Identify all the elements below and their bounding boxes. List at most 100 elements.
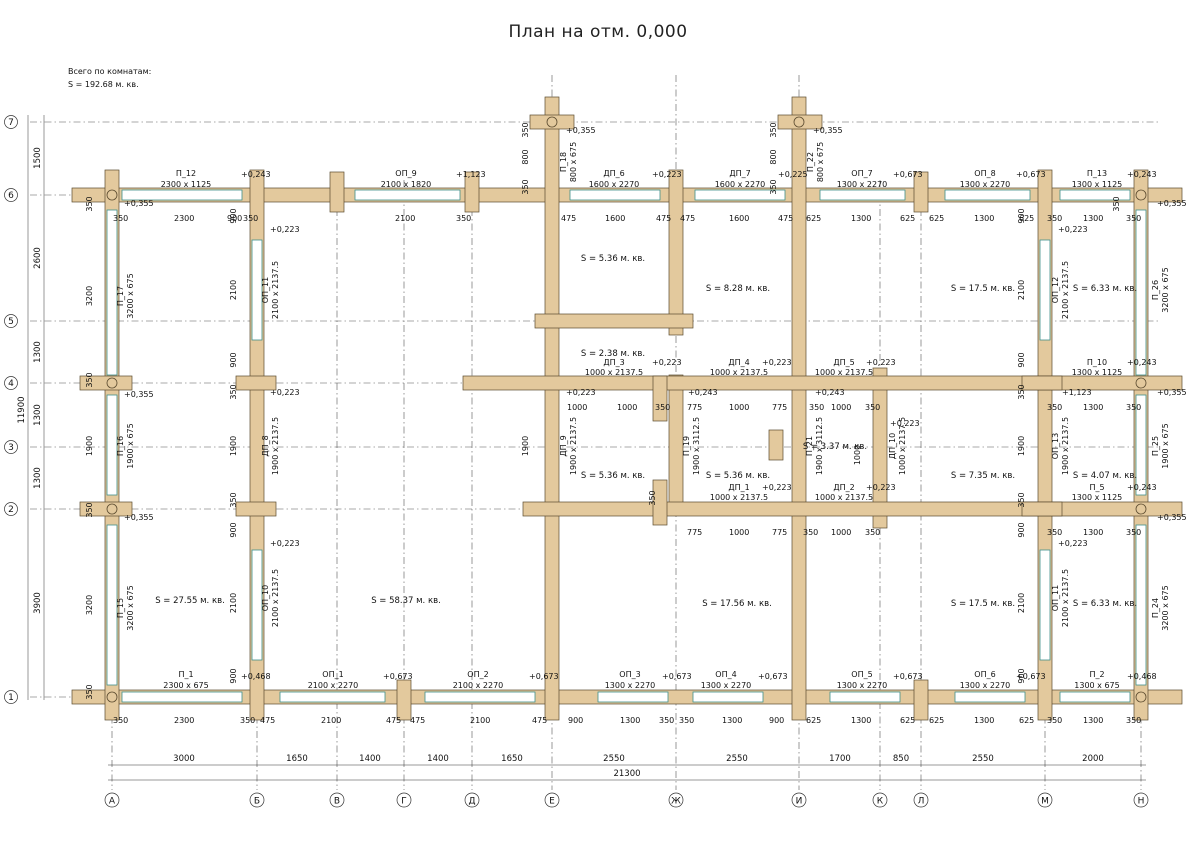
svg-text:1600: 1600 <box>605 214 625 223</box>
svg-text:2600: 2600 <box>33 247 43 269</box>
svg-text:П_10: П_10 <box>1087 358 1107 367</box>
svg-text:350: 350 <box>1126 403 1141 412</box>
svg-text:350: 350 <box>865 403 880 412</box>
axis-letter-label: В <box>334 797 340 807</box>
axis-letter-label: А <box>109 797 116 807</box>
axis-bubble <box>668 792 684 808</box>
svg-text:+0,223: +0,223 <box>270 388 300 397</box>
svg-text:800 х 675: 800 х 675 <box>816 142 825 182</box>
axis-letter-label: М <box>1041 797 1049 807</box>
axis-bubble <box>396 792 412 808</box>
axis-letter-label: Д <box>468 797 475 807</box>
svg-text:2100: 2100 <box>395 214 415 223</box>
svg-text:625: 625 <box>806 214 821 223</box>
svg-text:ДП_9: ДП_9 <box>559 435 568 456</box>
svg-text:625: 625 <box>1019 214 1034 223</box>
svg-text:П_22: П_22 <box>806 152 815 172</box>
log-node-marker <box>106 503 118 515</box>
dim-ik: 1700 <box>829 754 851 764</box>
svg-text:1300 х 1125: 1300 х 1125 <box>1072 368 1123 377</box>
svg-text:+0,355: +0,355 <box>1157 388 1187 397</box>
axis-letter-label: Л <box>918 797 925 807</box>
svg-text:475: 475 <box>656 214 671 223</box>
svg-text:П_24: П_24 <box>1151 598 1160 618</box>
svg-text:ОП_1: ОП_1 <box>322 670 343 679</box>
svg-text:350: 350 <box>1126 214 1141 223</box>
svg-text:800 х 675: 800 х 675 <box>569 142 578 182</box>
svg-text:2100 х 2137.5: 2100 х 2137.5 <box>1061 569 1070 627</box>
svg-text:1300 х 675: 1300 х 675 <box>1074 681 1119 690</box>
svg-text:1300: 1300 <box>1083 716 1103 725</box>
svg-text:900: 900 <box>229 522 238 537</box>
log-node-marker <box>1135 503 1147 515</box>
svg-text:11900: 11900 <box>17 396 27 423</box>
svg-text:350: 350 <box>769 179 778 194</box>
svg-text:ДП_8: ДП_8 <box>261 435 270 456</box>
svg-text:П_26: П_26 <box>1151 280 1160 300</box>
svg-text:1300: 1300 <box>33 404 43 426</box>
dim-total: 21300 <box>613 769 640 779</box>
room-area: S = 5.36 м. кв. <box>581 254 645 264</box>
svg-text:1300 х 1125: 1300 х 1125 <box>1072 180 1123 189</box>
svg-text:1300 х 2270: 1300 х 2270 <box>960 180 1011 189</box>
log-node-marker <box>1135 377 1147 389</box>
svg-text:350: 350 <box>85 502 94 517</box>
svg-text:1900 х 2137.5: 1900 х 2137.5 <box>1061 417 1070 475</box>
svg-text:1900: 1900 <box>85 436 94 456</box>
svg-text:1300: 1300 <box>620 716 640 725</box>
svg-text:1900: 1900 <box>521 436 530 456</box>
svg-text:625: 625 <box>1019 716 1034 725</box>
svg-text:ОП_8: ОП_8 <box>974 169 995 178</box>
axis-bubble <box>1133 792 1149 808</box>
room-area: S = 5.36 м. кв. <box>581 471 645 481</box>
svg-text:350: 350 <box>1047 528 1062 537</box>
dim-de: 1650 <box>501 754 523 764</box>
svg-text:ОП_4: ОП_4 <box>715 670 736 679</box>
room-area: S = 5.36 м. кв. <box>706 471 770 481</box>
totals-heading: Всего по комнатам: <box>68 67 151 76</box>
svg-text:1000: 1000 <box>853 445 862 465</box>
axis-number-label: 3 <box>8 443 14 453</box>
svg-text:900: 900 <box>229 352 238 367</box>
axis-letter-label: И <box>796 797 803 807</box>
svg-text:625: 625 <box>900 214 915 223</box>
room-area: S = 7.35 м. кв. <box>951 471 1015 481</box>
svg-text:475: 475 <box>260 716 275 725</box>
svg-text:2100 х 2270: 2100 х 2270 <box>453 681 504 690</box>
svg-text:1300: 1300 <box>33 341 43 363</box>
svg-text:1000 х 2137.5: 1000 х 2137.5 <box>585 368 643 377</box>
svg-text:+0,355: +0,355 <box>566 126 596 135</box>
axis-bubble <box>4 376 18 390</box>
svg-text:625: 625 <box>806 716 821 725</box>
svg-text:2100 х 1820: 2100 х 1820 <box>381 180 432 189</box>
svg-text:+0,223: +0,223 <box>652 170 682 179</box>
svg-text:1300 х 2270: 1300 х 2270 <box>837 681 888 690</box>
svg-text:+0,355: +0,355 <box>124 513 154 522</box>
svg-text:П_19: П_19 <box>682 436 691 456</box>
svg-text:1300 х 2270: 1300 х 2270 <box>837 180 888 189</box>
svg-text:+0,223: +0,223 <box>866 358 896 367</box>
room-area: S = 58.37 м. кв. <box>371 596 441 606</box>
svg-text:3200 х 675: 3200 х 675 <box>126 585 135 630</box>
svg-text:900: 900 <box>1017 352 1026 367</box>
svg-text:1300: 1300 <box>974 716 994 725</box>
svg-text:350: 350 <box>521 179 530 194</box>
svg-text:+0,468: +0,468 <box>241 672 271 681</box>
svg-text:+0,355: +0,355 <box>813 126 843 135</box>
svg-text:350: 350 <box>865 528 880 537</box>
svg-text:775: 775 <box>687 403 702 412</box>
svg-text:900: 900 <box>769 716 784 725</box>
svg-text:1300: 1300 <box>974 214 994 223</box>
svg-text:1900 х 675: 1900 х 675 <box>126 423 135 468</box>
svg-text:350: 350 <box>229 492 238 507</box>
svg-text:350: 350 <box>769 122 778 137</box>
dim-mn: 2000 <box>1082 754 1104 764</box>
axis-letter-label: Н <box>1138 797 1145 807</box>
axis-bubble <box>249 792 265 808</box>
axis-number-label: 7 <box>8 118 14 128</box>
svg-text:+0,223: +0,223 <box>866 483 896 492</box>
svg-text:2300 х 1125: 2300 х 1125 <box>161 180 212 189</box>
room-area: S = 17.56 м. кв. <box>702 599 772 609</box>
svg-text:350: 350 <box>809 403 824 412</box>
